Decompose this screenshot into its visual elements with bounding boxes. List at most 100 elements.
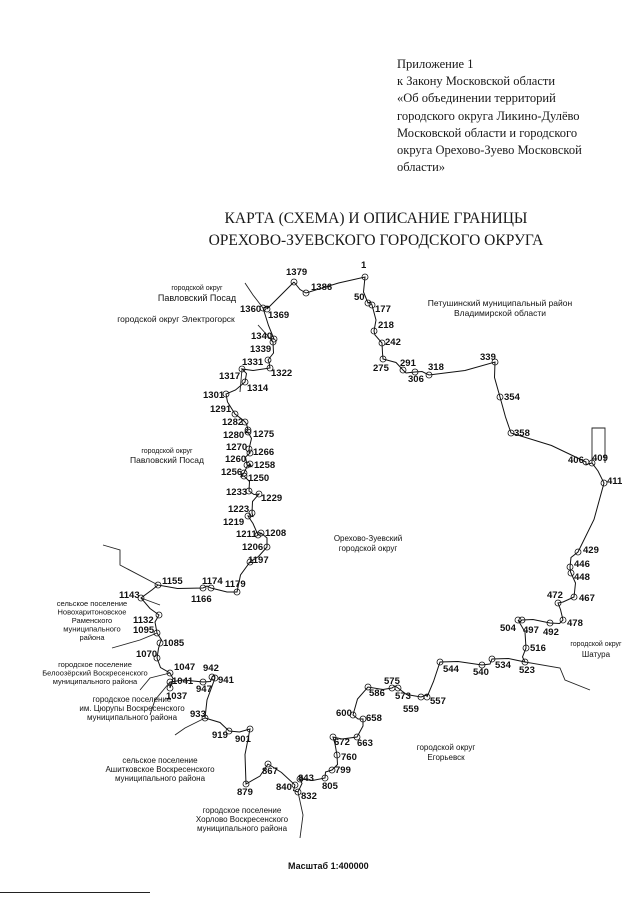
boundary-point-label: 942 [203,663,219,674]
neighbor-boundary-line [111,632,158,649]
boundary-point-marker [199,584,207,592]
boundary-point-marker [522,644,530,652]
neighbor-boundary-line [244,282,264,309]
boundary-point-label: 1369 [268,310,289,321]
boundary-point-marker [263,543,271,551]
boundary-point-label: 1206 [242,542,263,553]
boundary-point-marker [496,393,504,401]
boundary-point-label: 879 [237,787,253,798]
boundary-point-marker [349,711,357,719]
appendix-line: к Закону Московской области [397,74,556,89]
boundary-point-marker [154,581,162,589]
boundary-point-marker [600,479,608,487]
boundary-point-marker [290,278,298,286]
boundary-point-marker [166,669,174,677]
boundary-point-label: 448 [574,572,590,583]
boundary-point-marker [296,775,304,783]
boundary-point-label: 497 [523,625,539,636]
neighbor-boundary-line [524,661,591,691]
boundary-point-marker [425,371,433,379]
neighbor-boundaries [102,282,606,839]
boundary-point-marker [378,339,386,347]
region-label-line: района [79,633,105,642]
boundary-point-marker [240,472,248,480]
region-label-line: Павловский Посад [158,293,237,303]
boundary-point-label: 799 [335,765,351,776]
boundary-point-label: 573 [395,691,411,702]
boundary-point-label: 1301 [203,390,225,401]
boundary-point-marker [137,594,145,602]
boundary-point-marker [246,558,254,566]
region-label-line: Раменского [72,616,112,625]
neighbor-boundary-line [297,791,304,839]
region-label-line: муниципального района [115,774,206,783]
boundary-point-marker [567,569,575,577]
boundary-point-marker [270,335,278,343]
boundary-point-label: 516 [530,643,546,654]
boundary-point-label: 1282 [222,417,243,428]
boundary-point-marker [246,460,254,468]
boundary-point-label: 1166 [191,594,212,605]
boundary-point-marker [166,684,174,692]
boundary-point-marker [554,599,562,607]
boundary-point-label: 409 [592,453,608,464]
boundary-point-label: 933 [190,709,206,720]
boundary-point-label: 467 [579,593,595,604]
boundary-point-label: 1250 [248,473,269,484]
region-label-line: Орехово-Зуевский [334,534,402,543]
region-label-line: городской округ [417,743,476,752]
boundary-point-label: 941 [218,675,235,686]
boundary-point-label: 1085 [163,638,185,649]
boundary-point-label: 557 [430,696,446,707]
boundary-point-marker [264,760,272,768]
boundary-point-label: 1340 [251,331,272,342]
boundary-point-marker [329,733,337,741]
region-label-line: Петушинский муниципальный район [428,298,573,308]
boundary-point-marker [241,378,249,386]
boundary-point-label: 1070 [136,649,157,660]
boundary-point-marker [333,751,341,759]
boundary-point-marker [240,469,248,477]
boundary-point-label: 1095 [133,625,155,636]
boundary-point-label: 1379 [286,267,307,278]
boundary-point-label: 472 [547,590,563,601]
neighbor-boundary-line [149,681,171,716]
boundary-point-label: 429 [583,545,599,556]
boundary-point-label: 1208 [265,528,286,539]
boundary-point-marker [411,368,419,376]
boundary-point-label: 306 [408,374,424,385]
footer-rule [0,892,150,893]
boundary-point-marker [153,629,161,637]
boundary-point-marker [231,410,239,418]
boundary-point-marker [245,487,253,495]
boundary-point-label: 901 [235,734,252,745]
boundary-point-label: 411 [607,476,623,487]
boundary-point-label: 1211 [236,529,257,540]
title-line-2: ОРЕХОВО-ЗУЕВСКОГО ГОРОДСКОГО ОКРУГА [208,232,544,249]
boundary-point-label: 1132 [133,615,154,626]
region-label-elektrogorsk: городской округ Электрогорск [117,314,235,324]
boundary-point-marker [238,365,246,373]
region-label-line: Новохаритоновское [58,608,127,617]
boundary-point-label: 1233 [226,487,247,498]
boundary-point-marker [207,584,215,592]
boundary-point-marker [488,655,496,663]
boundary-point-label: 1317 [219,371,240,382]
boundary-point-label: 1275 [253,429,275,440]
boundary-point-marker [241,418,249,426]
boundary-point-label: 1174 [202,576,223,587]
boundary-point-marker [222,390,230,398]
boundary-point-marker [259,304,267,312]
region-label-line: сельское поселение [122,756,198,765]
boundary-point-label: 575 [384,676,401,687]
boundary-point-label: 478 [567,618,583,629]
boundary-point-label: 504 [500,623,517,634]
boundary-point-marker [328,766,336,774]
boundary-point-label: 534 [495,660,512,671]
